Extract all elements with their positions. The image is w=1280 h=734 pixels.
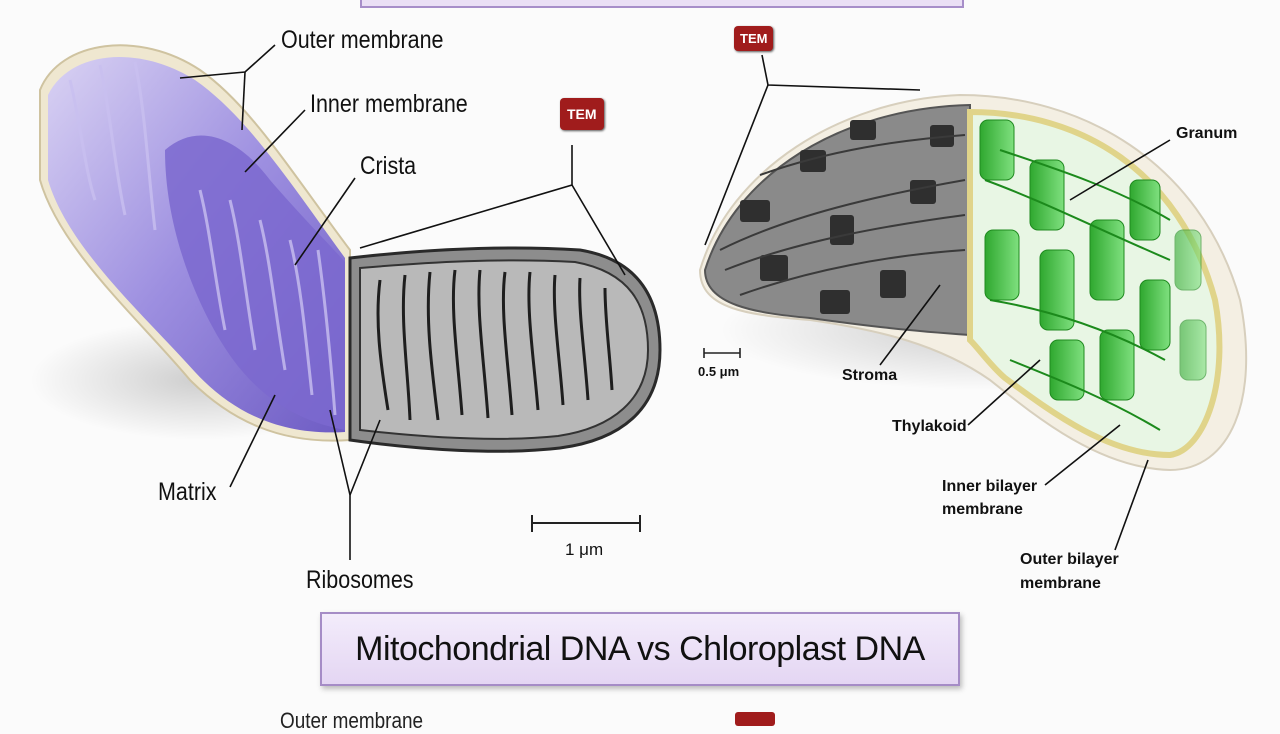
title-banner: Mitochondrial DNA vs Chloroplast DNA (320, 612, 960, 686)
chloro-scale-label: 0.5 μm (698, 364, 740, 379)
leader-lines (179, 44, 1171, 560)
label-crista: Crista (360, 152, 417, 180)
mito-cristae (68, 61, 337, 416)
label-outer-bilayer-2: membrane (1020, 575, 1101, 592)
chloro-tem-badge: TEM (734, 26, 774, 51)
mito-scale-label: 1 μm (565, 540, 604, 559)
chloro-grana (979, 119, 1207, 401)
cut-off-label: Outer membrane (280, 708, 424, 733)
mito-inner-cavity (165, 135, 345, 431)
label-outer-bilayer-1: Outer bilayer (1020, 551, 1119, 568)
title-text: Mitochondrial DNA vs Chloroplast DNA (355, 629, 925, 668)
label-inner-bilayer-1: Inner bilayer (942, 478, 1038, 495)
label-granum: Granum (1176, 125, 1238, 142)
chloro-scale-bar (703, 348, 741, 358)
chloro-tem-grana (740, 120, 954, 314)
cut-off-badge (735, 712, 775, 726)
label-ribosomes: Ribosomes (306, 566, 414, 594)
chloro-thylakoid-links (984, 149, 1171, 431)
label-inner-bilayer-2: membrane (942, 501, 1023, 518)
label-stroma: Stroma (842, 367, 898, 384)
chloro-tem-lamellae (719, 134, 966, 296)
label-matrix: Matrix (158, 478, 217, 506)
label-inner-membrane: Inner membrane (310, 90, 468, 118)
mito-tem-inner (359, 259, 650, 440)
mito-tem-badge: TEM (560, 98, 604, 130)
top-banner-edge (360, 0, 964, 8)
label-thylakoid: Thylakoid (892, 418, 967, 435)
mito-scale-bar (531, 515, 641, 532)
label-outer-membrane: Outer membrane (281, 26, 444, 54)
mito-tem-cristae (376, 269, 614, 421)
